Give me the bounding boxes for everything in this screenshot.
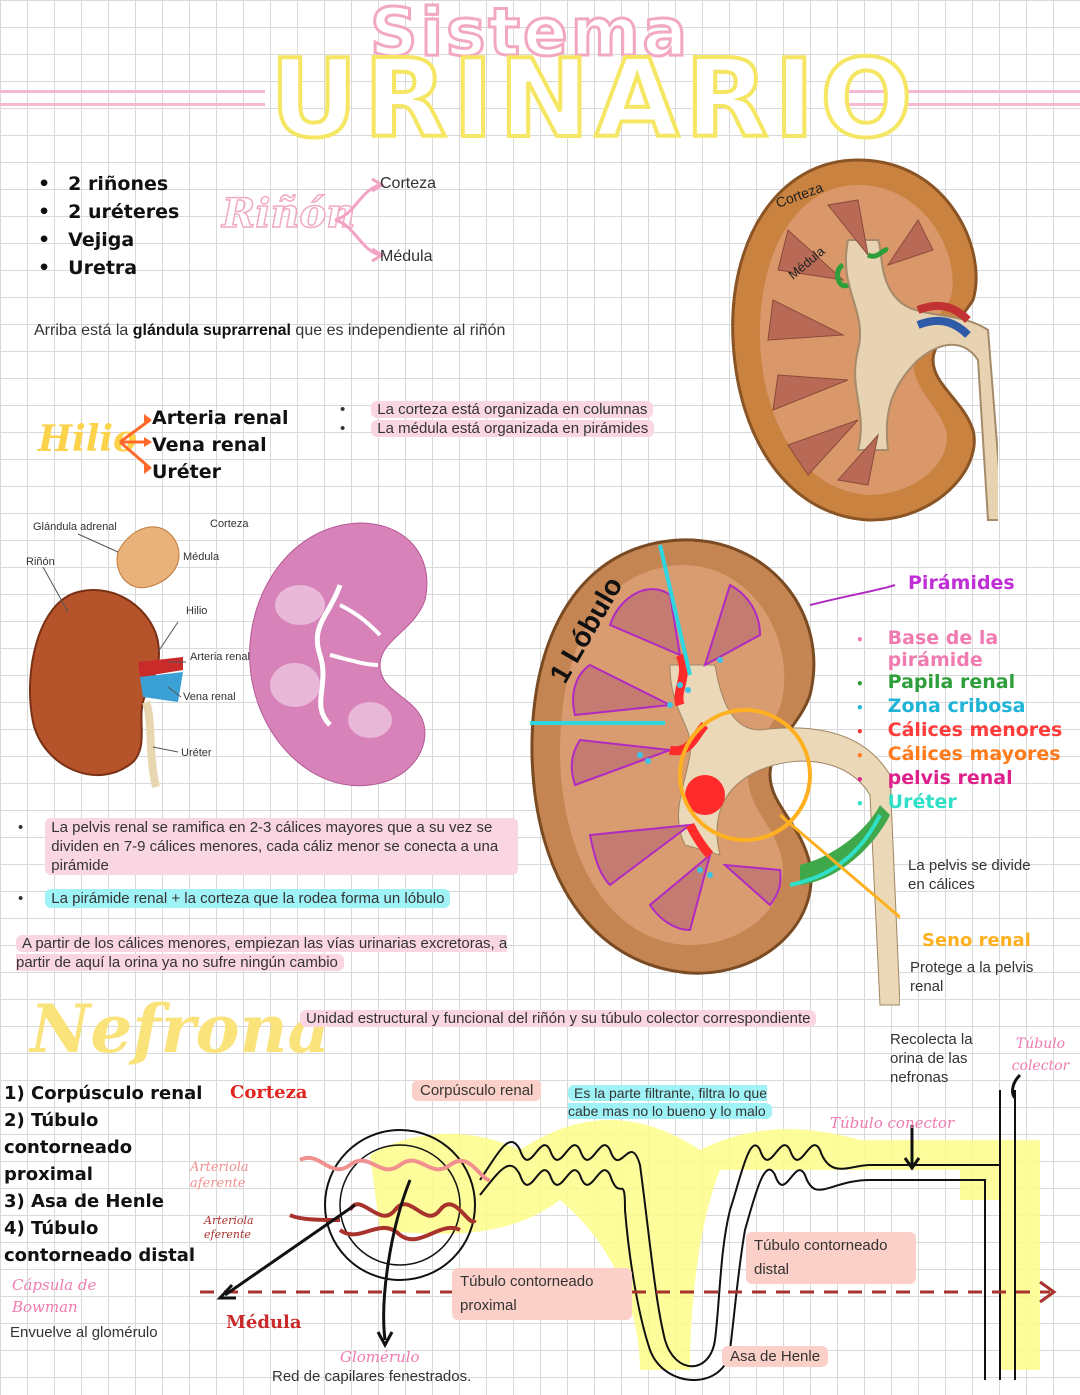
suprarrenal-note: Arriba está la glándula suprarrenal que …	[34, 322, 506, 339]
rinon-part-corteza: Corteza	[380, 175, 437, 192]
corpusculo-note: Es la parte filtrante, filtra lo que cab…	[568, 1084, 788, 1120]
asa-label: Asa de Henle	[722, 1346, 829, 1367]
list-item: 3) Asa de Henle	[4, 1191, 164, 1212]
org-notes: •La corteza está organizada en columnas …	[340, 400, 655, 438]
list-item: •La corteza está organizada en columnas	[340, 400, 654, 419]
list-item: 2) Túbulo contorneado proximal	[4, 1110, 133, 1185]
organs-list: 2 riñones 2 uréteres Vejiga Uretra	[38, 170, 179, 282]
corteza-label: Corteza	[230, 1082, 308, 1103]
list-item: Arteria renal	[152, 407, 289, 429]
legend-item: •Papila renal	[856, 671, 1016, 693]
header-line-left	[0, 90, 265, 106]
glomerulo-note: Red de capilares fenestrados.	[272, 1368, 472, 1385]
legend-item: •Cálices mayores	[856, 743, 1061, 765]
list-item: Uréter	[152, 461, 222, 483]
left-kidney-figure: Glándula adrenal Riñón Corteza Médula Hi…	[26, 518, 250, 788]
fig-label-vena: Vena renal	[183, 691, 236, 703]
fig-label-ureter: Uréter	[181, 747, 212, 759]
list-item: 2 riñones	[38, 170, 179, 198]
legend-item: •Uréter	[856, 791, 957, 813]
nefrona-definition: Unidad estructural y funcional del riñón…	[300, 1010, 817, 1027]
list-item: •La pelvis renal se ramifica en 2-3 cáli…	[18, 818, 518, 875]
fig-label-rinon: Riñón	[26, 556, 55, 568]
medula-label: Médula	[226, 1312, 302, 1333]
tcd-label: Túbulo contorneado distal	[746, 1232, 916, 1284]
legend-list: •Base de la pirámide •Papila renal •Zona…	[856, 627, 1062, 815]
pelvis-divide-note: La pelvis se divide en cálices	[908, 857, 1031, 893]
legend-item: •Zona cribosa	[856, 695, 1026, 717]
header-line-right	[832, 90, 1080, 106]
capsula-label: Cápsula de Bowman	[12, 1276, 97, 1316]
pelvis-notes: •La pelvis renal se ramifica en 2-3 cáli…	[18, 818, 518, 908]
legend-piramides: Pirámides	[908, 572, 1015, 594]
list-item: Vena renal	[152, 434, 267, 456]
tubulo-colector-label: Túbulo colector	[1011, 1036, 1070, 1074]
fig-label-hilio: Hilio	[186, 605, 207, 617]
tcp-label: Túbulo contorneado proximal	[452, 1268, 632, 1320]
list-item: 4) Túbulo contorneado distal	[4, 1218, 196, 1266]
legend-item: •Base de la pirámide	[856, 627, 999, 671]
arteriola-aferente-label: Arteriola aferente	[190, 1160, 249, 1191]
vias-note: A partir de los cálices menores, empieza…	[16, 935, 508, 971]
rinon-arrows	[334, 177, 385, 263]
fig-label-glandula: Glándula adrenal	[33, 521, 117, 533]
rinon-part-medula: Médula	[380, 248, 433, 265]
fig-label-arteria: Arteria renal	[190, 651, 250, 663]
list-item: Uretra	[38, 254, 179, 282]
corpusculo-label: Corpúsculo renal	[412, 1080, 542, 1101]
title-top: Sistema	[368, 0, 691, 73]
nefrona-title: Nefrona	[30, 990, 331, 1068]
seno-title: Seno renal	[922, 930, 1031, 951]
list-item: •La pirámide renal + la corteza que la r…	[18, 889, 518, 908]
seno-text: Protege a la pelvis renal	[910, 959, 1034, 995]
fig-label-medula: Médula	[183, 551, 220, 563]
legend-item: •Cálices menores	[856, 719, 1063, 741]
list-item: 1) Corpúsculo renal	[4, 1083, 203, 1104]
capsula-note: Envuelve al glomérulo	[10, 1324, 158, 1341]
rinon-label: Riñón	[221, 189, 356, 238]
nephron-diagram	[200, 1073, 1057, 1381]
hilio-label: Hilio	[38, 418, 138, 460]
list-item: •La médula está organizada en pirámides	[340, 419, 655, 438]
glomerulo-label: Glomérulo	[340, 1348, 420, 1366]
legend-item: •pelvis renal	[856, 767, 1013, 789]
fig-label-corteza: Corteza	[210, 518, 249, 530]
recolecta-note: Recolecta la orina de las nefronas	[890, 1031, 973, 1086]
tubulo-conector-label: Túbulo conector	[830, 1114, 955, 1132]
histology-kidney	[249, 522, 428, 787]
list-item: Vejiga	[38, 226, 179, 254]
list-item: 2 uréteres	[38, 198, 179, 226]
hilio-arrows	[119, 414, 152, 474]
title-main: URINARIO	[268, 37, 919, 162]
arteriola-eferente-label: Arteriola eferente	[204, 1214, 254, 1241]
nefrona-parts: 1) Corpúsculo renal 2) Túbulo contornead…	[4, 1080, 224, 1269]
hilio-list: Arteria renal Vena renal Uréter	[152, 405, 288, 486]
top-kidney-illustration: Corteza Médula	[731, 158, 998, 522]
big-kidney-illustration: 1 Lóbulo	[530, 538, 900, 1006]
